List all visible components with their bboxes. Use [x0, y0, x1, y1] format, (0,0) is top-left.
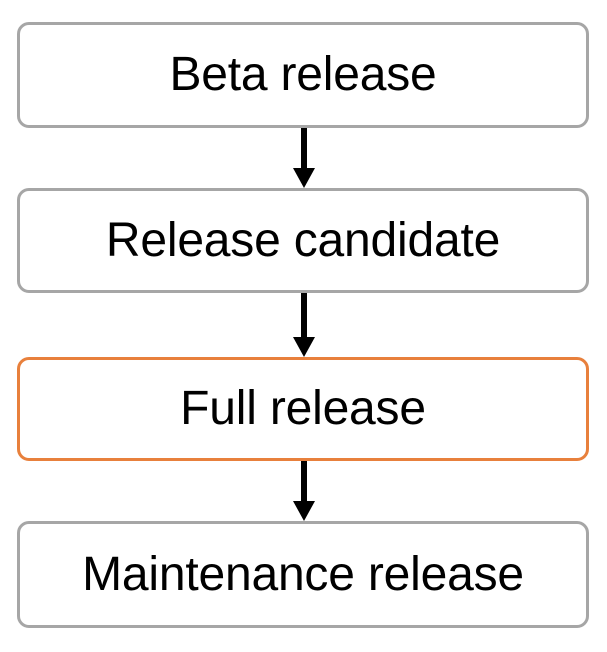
flow-node-label: Full release	[180, 382, 426, 435]
arrow-head-icon	[293, 501, 315, 521]
flow-node-beta-release[interactable]: Beta release	[17, 22, 589, 128]
flow-arrow-full-release-to-maintenance-release	[293, 461, 315, 521]
flow-node-release-candidate[interactable]: Release candidate	[17, 188, 589, 293]
flow-node-full-release[interactable]: Full release	[17, 357, 589, 461]
flow-node-maintenance-release[interactable]: Maintenance release	[17, 521, 589, 628]
flow-node-label: Release candidate	[105, 213, 501, 267]
flow-arrow-beta-to-release-candidate	[293, 128, 315, 188]
arrow-head-icon	[293, 337, 315, 357]
arrow-stem	[301, 461, 307, 501]
arrow-stem	[301, 293, 307, 337]
arrow-stem	[301, 128, 307, 168]
flow-node-label: Beta release	[169, 48, 437, 101]
arrow-head-icon	[293, 168, 315, 188]
flow-arrow-release-candidate-to-full-release	[293, 293, 315, 357]
flow-node-label: Maintenance release	[82, 547, 524, 601]
